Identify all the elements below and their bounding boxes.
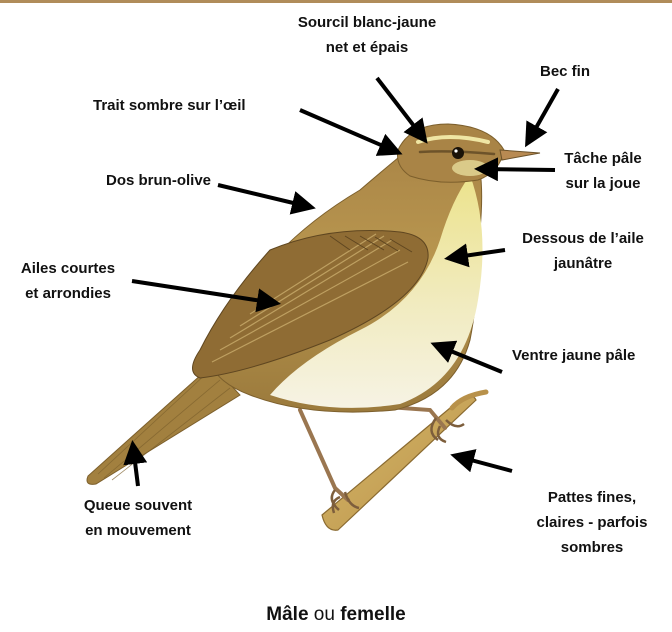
label-pattes-line2: claires - parfois [522, 510, 662, 535]
branch [322, 395, 476, 530]
leg-back [300, 410, 348, 500]
label-sourcil: Sourcil blanc-jaune net et épais [272, 10, 462, 60]
caption-female: femelle [340, 604, 405, 625]
arrow-tache [480, 169, 555, 170]
eye [452, 147, 464, 159]
label-queue-line1: Queue souvent [58, 493, 218, 518]
label-dessous-line1: Dessous de l’aile [504, 226, 662, 251]
label-dessous-line2: jaunâtre [504, 251, 662, 276]
label-trait: Trait sombre sur l’œil [93, 93, 246, 118]
label-pattes: Pattes fines, claires - parfois sombres [522, 485, 662, 560]
arrow-pattes [456, 456, 512, 471]
label-ailes: Ailes courtes et arrondies [4, 256, 132, 306]
label-sourcil-line1: Sourcil blanc-jaune [272, 10, 462, 35]
label-dos: Dos brun-olive [106, 168, 211, 193]
label-queue: Queue souvent en mouvement [58, 493, 218, 543]
label-dessous: Dessous de l’aile jaunâtre [504, 226, 662, 276]
arrow-sourcil [377, 78, 424, 139]
label-ailes-line2: et arrondies [4, 281, 132, 306]
label-pattes-line3: sombres [522, 535, 662, 560]
label-ailes-line1: Ailes courtes [4, 256, 132, 281]
caption-male: Mâle [266, 604, 308, 625]
label-pattes-line1: Pattes fines, [522, 485, 662, 510]
beak [500, 150, 540, 160]
label-tache-line2: sur la joue [548, 171, 658, 196]
arrow-trait [300, 110, 397, 152]
label-queue-line2: en mouvement [58, 518, 218, 543]
arrow-dos [218, 185, 310, 207]
label-bec: Bec fin [540, 59, 590, 84]
caption: Mâle ou femelle [0, 604, 672, 626]
label-tache-line1: Tâche pâle [548, 146, 658, 171]
label-ventre: Ventre jaune pâle [512, 343, 635, 368]
label-sourcil-line2: net et épais [272, 35, 462, 60]
arrow-bec [528, 89, 558, 142]
caption-connector: ou [309, 604, 341, 625]
label-tache: Tâche pâle sur la joue [548, 146, 658, 196]
